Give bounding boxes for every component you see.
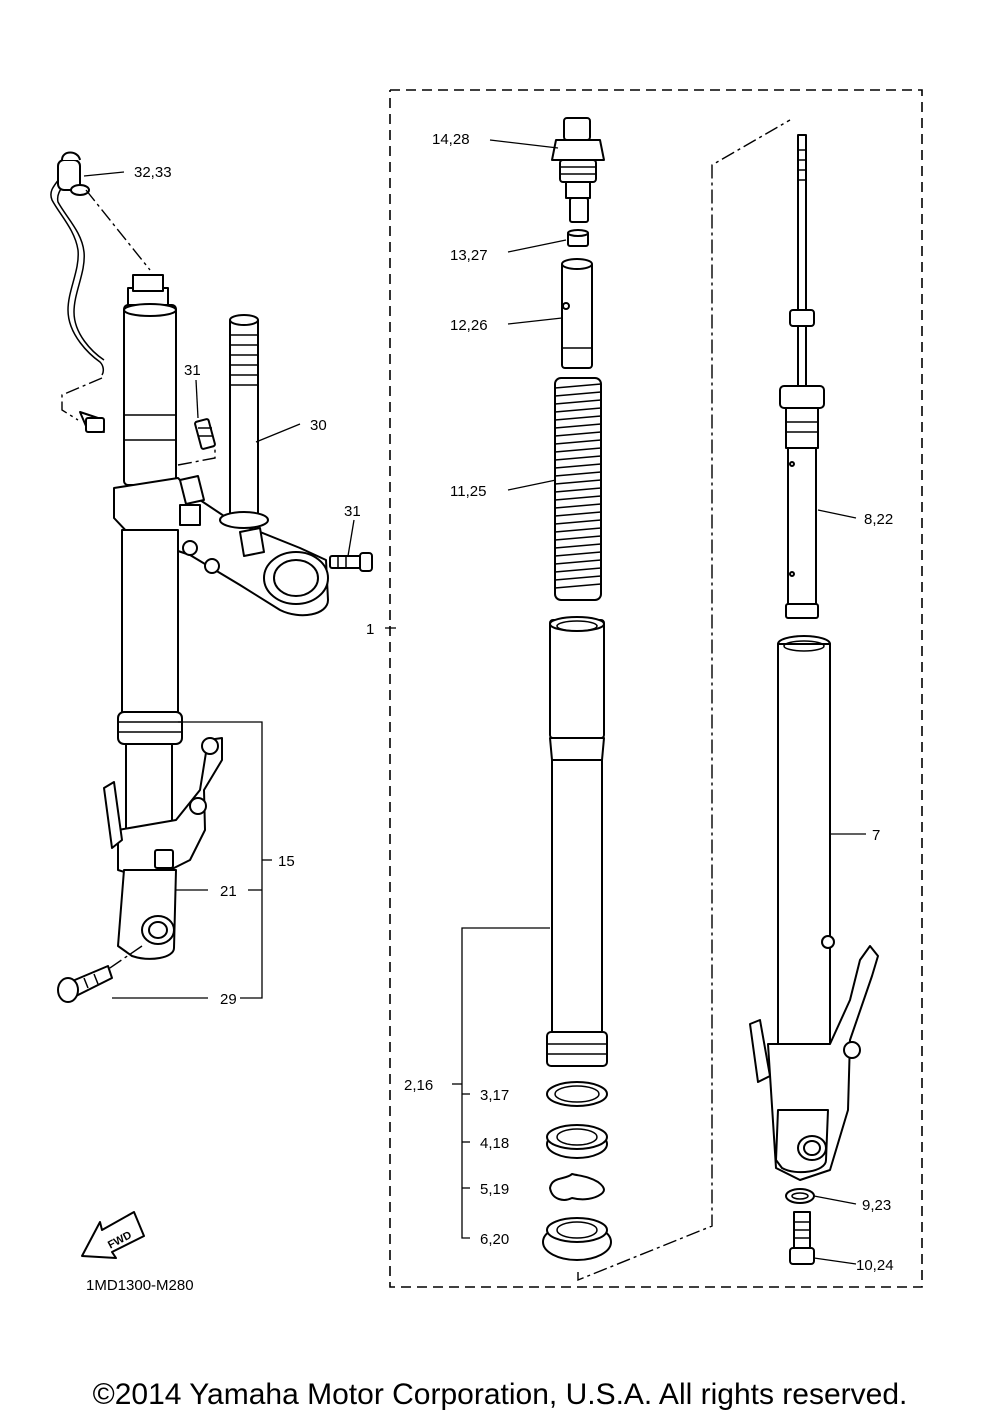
damper-rod [789, 134, 815, 387]
sensor-connector-32-33 [57, 151, 90, 196]
locknut-13-27 [567, 229, 589, 247]
right-column-parts [577, 119, 879, 1282]
callout-1: 1 [366, 621, 374, 638]
callout-10-24: 10,24 [856, 1257, 894, 1274]
callout-29: 29 [220, 991, 237, 1008]
callout-7: 7 [872, 827, 880, 844]
dust-seal-6-20 [542, 1217, 612, 1261]
fork-seal-ring [117, 711, 183, 745]
fork-spring-11-25 [554, 377, 602, 601]
callout-labels: 32,33 14,28 13,27 12,26 11,25 31 30 31 1… [134, 131, 894, 1274]
callout-11-25: 11,25 [450, 483, 486, 500]
copyright-notice: ©2014 Yamaha Motor Corporation, U.S.A. A… [92, 1378, 908, 1411]
snap-ring-5-19 [549, 1173, 605, 1201]
callout-15: 15 [278, 853, 295, 870]
callout-2-16: 2,16 [404, 1077, 433, 1094]
callout-13-27: 13,27 [450, 247, 488, 264]
inner-tube-2-16 [546, 616, 608, 1067]
bracket-15 [112, 721, 272, 999]
callout-6-20: 6,20 [480, 1231, 509, 1248]
left-fork-assembly: FWD [50, 151, 373, 1259]
washer-9-23 [785, 1188, 815, 1204]
spacer-12-26 [561, 258, 593, 369]
inner-tube-21 [103, 737, 223, 973]
pinch-bolt-31-lower [329, 552, 373, 572]
callout-31-lower: 31 [344, 503, 361, 520]
callout-14-28: 14,28 [432, 131, 470, 148]
fork-outer-tube-upper [123, 274, 177, 486]
callout-9-23: 9,23 [862, 1197, 891, 1214]
callout-30: 30 [310, 417, 327, 434]
fork-outer-tube-middle [121, 529, 179, 716]
axle-bolt-29 [57, 965, 113, 1003]
fork-assembly-boundary [385, 89, 923, 1288]
cap-bolt-14-28 [551, 117, 605, 223]
lower-connector [79, 411, 105, 433]
damper-cylinder-8-22 [779, 385, 825, 619]
steering-shaft-30 [219, 314, 269, 529]
middle-column-parts [452, 117, 612, 1261]
oil-seal-4-18 [546, 1124, 608, 1159]
leader-lines [83, 139, 866, 1265]
callout-5-19: 5,19 [480, 1181, 509, 1198]
diagram-code: 1MD1300-M280 [86, 1277, 194, 1294]
bolt-10-24 [789, 1211, 815, 1265]
callout-21: 21 [220, 883, 237, 900]
lower-bracket [113, 448, 329, 617]
callout-8-22: 8,22 [864, 511, 893, 528]
callout-31-upper: 31 [184, 362, 201, 379]
callout-32-33: 32,33 [134, 164, 172, 181]
outer-tube-7 [749, 635, 879, 1181]
callout-3-17: 3,17 [480, 1087, 509, 1104]
callout-4-18: 4,18 [480, 1135, 509, 1152]
pinch-bolt-31-upper [194, 418, 216, 450]
fwd-arrow-icon: FWD [81, 1211, 145, 1259]
callout-12-26: 12,26 [450, 317, 488, 334]
dust-seal-clip-3-17 [546, 1081, 608, 1107]
